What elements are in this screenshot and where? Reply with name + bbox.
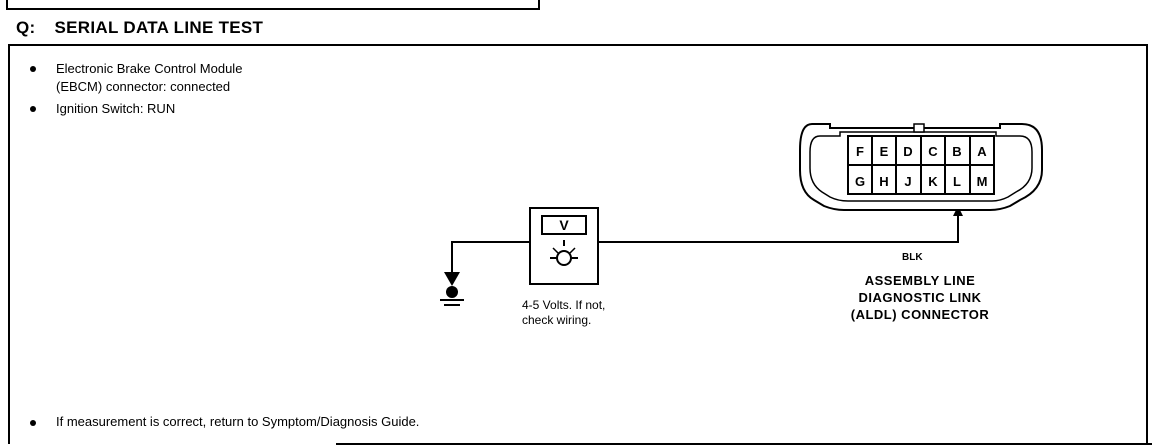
procedure-frame xyxy=(8,44,1148,444)
meter-display-text: V xyxy=(559,217,569,233)
aldl-connector-icon xyxy=(799,123,1043,211)
terminal-label-a: A xyxy=(977,144,987,159)
terminal-label-h: H xyxy=(879,174,888,189)
terminal-label-c: C xyxy=(928,144,938,159)
footer-instruction: If measurement is correct, return to Sym… xyxy=(30,414,419,429)
ground-lead-wire xyxy=(451,241,530,272)
terminal-label-e: E xyxy=(880,144,889,159)
voltmeter-icon xyxy=(529,207,599,285)
bottom-rule xyxy=(336,443,1152,445)
terminal-label-j: J xyxy=(904,174,911,189)
connector-name-line2: DIAGNOSTIC LINK xyxy=(858,290,982,305)
connector-name-label: ASSEMBLY LINE DIAGNOSTIC LINK (ALDL) CON… xyxy=(820,272,1020,323)
condition-ebcm: Electronic Brake Control Module (EBCM) c… xyxy=(30,60,242,96)
condition-ebcm-line2: (EBCM) connector: connected xyxy=(56,79,231,94)
terminal-label-f: F xyxy=(856,144,864,159)
meter-note-line2: check wiring. xyxy=(522,313,592,327)
meter-note-line1: 4-5 Volts. If not, xyxy=(522,298,606,312)
terminal-label-g: G xyxy=(855,174,865,189)
signal-lead-wire xyxy=(598,214,959,243)
terminal-label-d: D xyxy=(903,144,912,159)
title-prefix: Q: xyxy=(16,18,36,37)
terminal-label-m: M xyxy=(977,174,988,189)
condition-ignition: Ignition Switch: RUN xyxy=(30,100,242,118)
top-frame-fragment xyxy=(6,0,540,10)
conditions-list: Electronic Brake Control Module (EBCM) c… xyxy=(30,60,242,122)
terminal-label-k: K xyxy=(928,174,938,189)
terminal-label-l: L xyxy=(953,174,961,189)
connector-name-line1: ASSEMBLY LINE xyxy=(864,273,976,288)
meter-reading-note: 4-5 Volts. If not, check wiring. xyxy=(522,298,605,328)
page-title: Q: SERIAL DATA LINE TEST xyxy=(16,18,263,38)
connector-name-line3: (ALDL) CONNECTOR xyxy=(850,307,990,322)
terminal-label-b: B xyxy=(952,144,961,159)
condition-ebcm-line1: Electronic Brake Control Module xyxy=(56,61,243,76)
title-text: SERIAL DATA LINE TEST xyxy=(54,18,264,37)
ground-icon xyxy=(440,272,464,306)
condition-ignition-line1: Ignition Switch: RUN xyxy=(56,101,176,116)
wire-color-label: BLK xyxy=(902,252,923,263)
